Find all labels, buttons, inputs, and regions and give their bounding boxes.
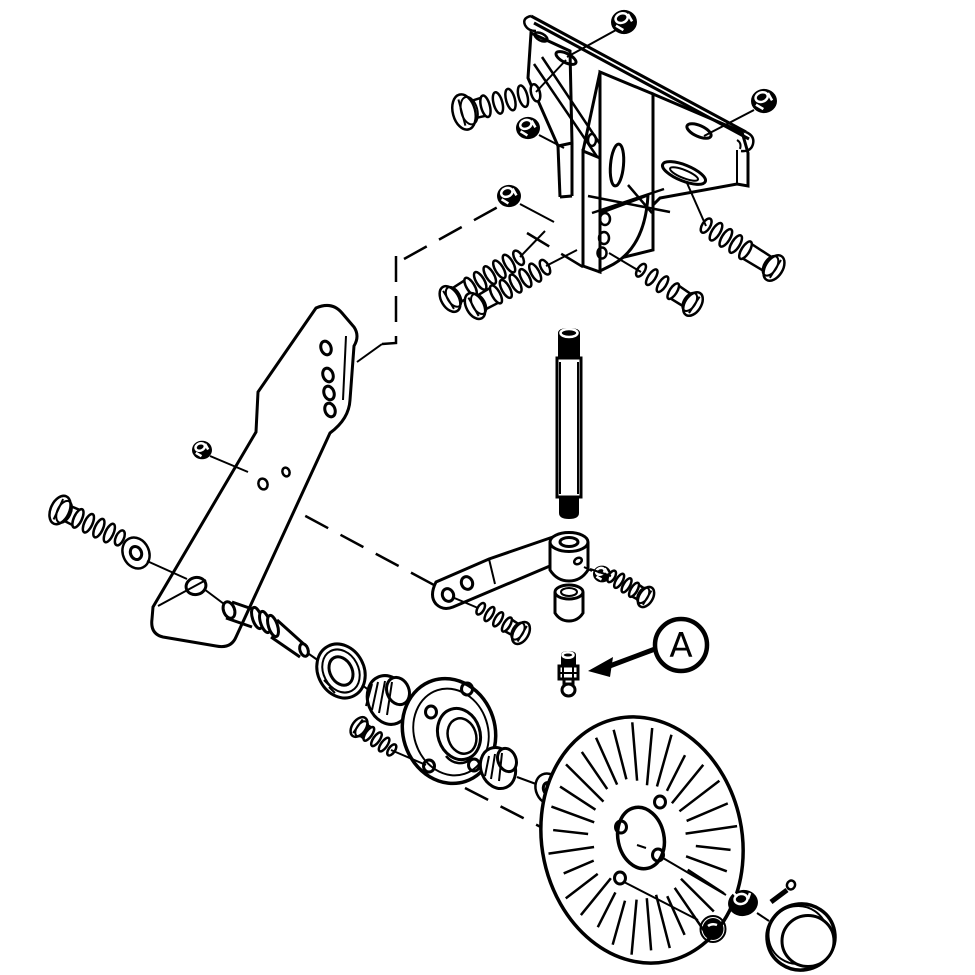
callout-a-arrow: [588, 646, 656, 677]
callout-a-circle: [652, 616, 710, 674]
lock-nut: [699, 915, 727, 943]
hex-nut: [497, 184, 555, 223]
alignment-dashed-line: [269, 495, 435, 587]
hex-bolt: [686, 182, 786, 282]
bracket-left-wing: [526, 30, 626, 199]
bracket-right-wing: [651, 91, 750, 209]
flat-washer: [121, 536, 188, 580]
hex-bolt: [463, 249, 578, 321]
hex-bolt: [451, 596, 532, 646]
hex-nut: [566, 9, 637, 58]
weld-x-brace: [587, 184, 671, 215]
hex-nut: [192, 440, 249, 473]
alignment-dashed-line: [356, 256, 398, 363]
wheel-hub: [400, 676, 498, 786]
threaded-rod: [555, 327, 583, 519]
hex-bolt: [608, 252, 705, 318]
dust-cap: [765, 902, 837, 972]
crank-arm: [431, 535, 559, 610]
alignment-dashed-line: [403, 201, 506, 261]
bearing-cone: [365, 674, 411, 726]
hex-bolt: [48, 494, 127, 547]
hex-bolt: [438, 230, 546, 314]
crank-arm-boss: [548, 531, 590, 583]
hex-nut: [703, 88, 777, 137]
axle-spindle: [203, 588, 320, 662]
seal-ring: [315, 642, 371, 700]
callout-a-label: A: [669, 626, 692, 666]
hub-bolt: [349, 715, 427, 766]
hex-bolt: [589, 568, 656, 609]
cotter-pin: [769, 879, 797, 904]
disc-blade: [539, 715, 745, 965]
mounting-arm-plate: [150, 303, 359, 649]
hex-bolt: [451, 59, 567, 131]
grease-fitting: [557, 650, 580, 698]
callout-a-balloon: A: [652, 616, 710, 674]
bracket-top-bar: [523, 14, 755, 153]
castle-nut: [728, 889, 770, 922]
spacer-bushing: [553, 583, 585, 623]
hex-nut: [516, 116, 565, 149]
bearing-cone: [478, 746, 537, 790]
bracket-gusset-plate: [596, 192, 650, 274]
